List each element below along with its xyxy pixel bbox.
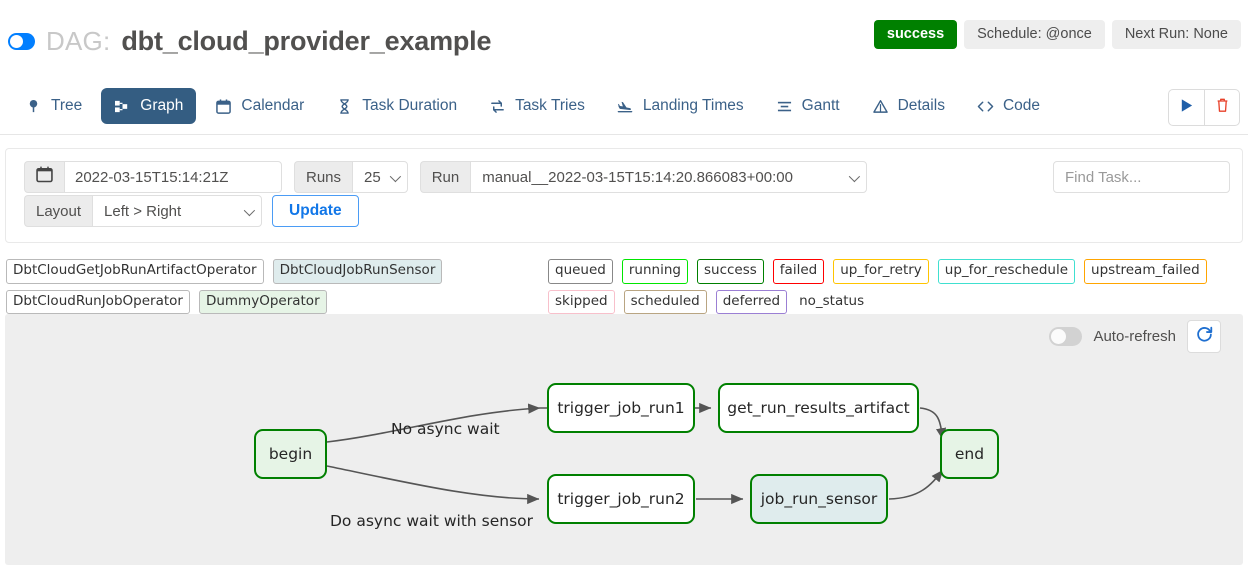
operator-legend: DbtCloudGetJobRunArtifactOperator DbtClo… xyxy=(6,259,546,314)
run-label: Run xyxy=(419,161,471,193)
tab-details[interactable]: Details xyxy=(859,88,958,124)
update-button[interactable]: Update xyxy=(272,195,359,227)
tab-graph[interactable]: Graph xyxy=(101,88,197,124)
legend-state-skipped: skipped xyxy=(548,289,615,314)
node-label: get_run_results_artifact xyxy=(727,399,910,417)
dag-run-select[interactable]: manual__2022-03-15T15:14:20.866083+00:00 xyxy=(470,161,868,193)
graph-node-end[interactable]: end xyxy=(940,429,999,479)
tab-tree[interactable]: Tree xyxy=(12,88,95,124)
status-badge: success xyxy=(873,20,958,49)
refresh-icon xyxy=(1196,326,1213,348)
tab-landing-times[interactable]: Landing Times xyxy=(604,88,757,124)
calendar-icon xyxy=(36,166,53,188)
tab-label: Graph xyxy=(140,97,184,114)
tab-label: Code xyxy=(1002,97,1041,114)
layout-group: Layout Left > Right xyxy=(24,195,263,227)
edge-label-no-async-wait: No async wait xyxy=(391,420,500,438)
graph-edges xyxy=(326,314,947,505)
legend-operator[interactable]: DbtCloudRunJobOperator xyxy=(6,289,190,314)
layout-select[interactable]: Left > Right xyxy=(92,195,263,227)
tab-gantt[interactable]: Gantt xyxy=(763,88,853,124)
run-filter-toolbar: 2022-03-15T15:14:21Z Runs 25 Run manual_… xyxy=(5,148,1243,243)
graph-node-trigger-job-run1[interactable]: trigger_job_run1 xyxy=(547,383,695,433)
edge-label-do-async-wait-with-sensor: Do async wait with sensor xyxy=(330,512,534,530)
tab-label: Calendar xyxy=(241,97,305,114)
tab-task-duration[interactable]: Task Duration xyxy=(323,88,470,124)
schedule-badge[interactable]: Schedule: @once xyxy=(964,20,1105,49)
graph-controls: Auto-refresh xyxy=(1049,320,1221,353)
legend-state-no-status: no_status xyxy=(799,292,865,309)
base-date-group: 2022-03-15T15:14:21Z xyxy=(24,161,282,193)
trash-icon xyxy=(1215,97,1230,118)
legend-operator[interactable]: DbtCloudGetJobRunArtifactOperator xyxy=(6,259,264,284)
tab-label: Tree xyxy=(51,97,83,114)
find-task-input[interactable]: Find Task... xyxy=(1053,161,1230,193)
tab-label: Details xyxy=(897,97,945,114)
tab-code[interactable]: Code xyxy=(964,88,1053,124)
graph-canvas-panel: Auto-refresh xyxy=(5,314,1243,565)
graph-node-job-run-sensor[interactable]: job_run_sensor xyxy=(750,474,888,524)
legend-operator[interactable]: DummyOperator xyxy=(198,289,327,314)
node-label: begin xyxy=(268,445,313,463)
legend-state-deferred: deferred xyxy=(715,289,788,314)
legend-state-failed: failed xyxy=(772,259,825,284)
tab-calendar[interactable]: Calendar xyxy=(202,88,317,124)
layout-label: Layout xyxy=(24,195,93,227)
play-icon xyxy=(1179,98,1194,118)
next-run-badge: Next Run: None xyxy=(1111,20,1241,49)
calendar-picker-button[interactable] xyxy=(24,161,64,193)
plane-arrival-icon xyxy=(617,98,634,115)
state-legend: queued running success failed up_for_ret… xyxy=(548,259,1248,314)
legend-state-scheduled: scheduled xyxy=(623,289,707,314)
legend-state-up-for-reschedule: up_for_reschedule xyxy=(937,259,1076,284)
node-label: job_run_sensor xyxy=(760,490,878,508)
node-label: end xyxy=(954,445,985,463)
header-badges: success Schedule: @once Next Run: None xyxy=(873,20,1241,49)
legend-state-upstream-failed: upstream_failed xyxy=(1084,259,1207,284)
tab-bar: Tree Graph Calendar Task Duration xyxy=(0,80,1248,135)
node-label: trigger_job_run2 xyxy=(557,490,685,508)
graph-node-trigger-job-run2[interactable]: trigger_job_run2 xyxy=(547,474,695,524)
num-runs-group: Runs 25 xyxy=(294,161,408,193)
legend-operator[interactable]: DbtCloudJobRunSensor xyxy=(272,259,443,284)
calendar-icon xyxy=(215,98,232,115)
graph-icon xyxy=(114,98,131,115)
tab-label: Gantt xyxy=(801,97,840,114)
tab-label: Landing Times xyxy=(642,97,744,114)
gantt-icon xyxy=(776,98,793,115)
refresh-button[interactable] xyxy=(1187,320,1221,353)
page-header: DAG: dbt_cloud_provider_example success … xyxy=(0,0,1248,72)
hourglass-icon xyxy=(336,98,353,115)
retry-icon xyxy=(489,98,506,115)
base-date-input[interactable]: 2022-03-15T15:14:21Z xyxy=(64,161,282,193)
legend-state-queued: queued xyxy=(548,259,613,284)
graph-node-get-run-results-artifact[interactable]: get_run_results_artifact xyxy=(718,383,919,433)
dag-title: DAG: dbt_cloud_provider_example xyxy=(8,26,491,57)
legend: DbtCloudGetJobRunArtifactOperator DbtClo… xyxy=(0,256,1248,314)
dag-run-group: Run manual__2022-03-15T15:14:20.866083+0… xyxy=(419,161,868,193)
legend-state-running: running xyxy=(621,259,688,284)
trigger-dag-button[interactable] xyxy=(1169,90,1204,125)
auto-refresh-label: Auto-refresh xyxy=(1093,328,1176,345)
tab-task-tries[interactable]: Task Tries xyxy=(476,88,598,124)
dag-name: dbt_cloud_provider_example xyxy=(121,26,492,56)
graph-node-begin[interactable]: begin xyxy=(254,429,327,479)
delete-dag-button[interactable] xyxy=(1204,90,1239,125)
code-icon xyxy=(977,98,994,115)
tab-label: Task Duration xyxy=(362,97,458,114)
dag-action-buttons xyxy=(1168,89,1240,126)
dag-pause-toggle[interactable] xyxy=(8,33,35,50)
num-runs-select[interactable]: 25 xyxy=(352,161,408,193)
dag-label: DAG: xyxy=(46,26,111,56)
auto-refresh-toggle[interactable] xyxy=(1049,327,1083,346)
legend-state-success: success xyxy=(696,259,764,284)
info-triangle-icon xyxy=(872,98,889,115)
tab-label: Task Tries xyxy=(515,97,585,114)
node-label: trigger_job_run1 xyxy=(557,399,685,417)
tree-icon xyxy=(25,98,42,115)
runs-label: Runs xyxy=(294,161,353,193)
legend-state-up-for-retry: up_for_retry xyxy=(833,259,929,284)
